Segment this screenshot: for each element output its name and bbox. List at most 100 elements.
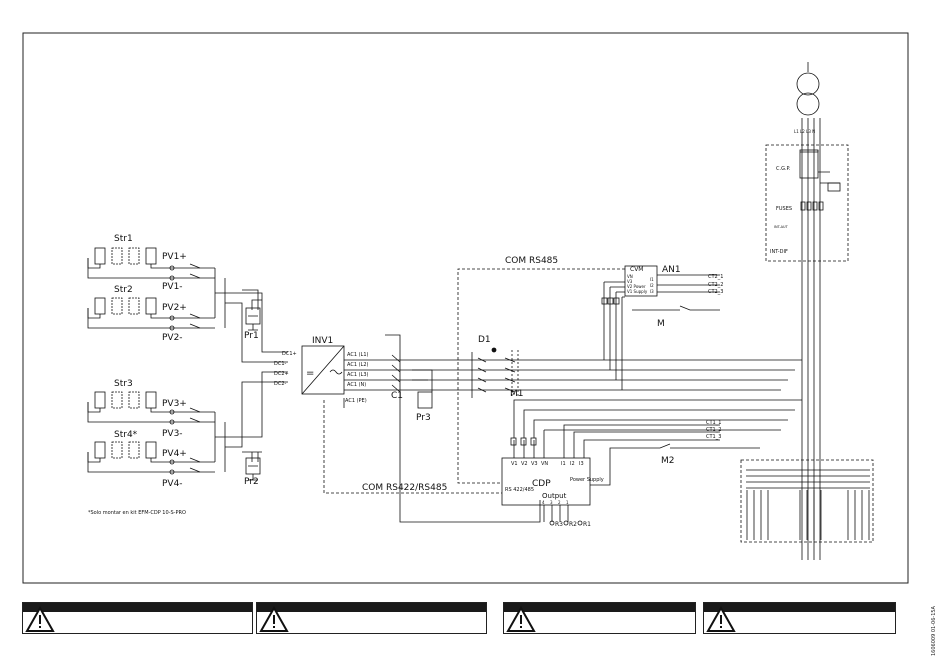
ac-port-3: AC1 (L3) (347, 372, 369, 378)
warning-bar (704, 603, 895, 612)
pv-label-1p: PV1+ (162, 252, 187, 262)
pr3-label: Pr3 (416, 413, 431, 423)
ac-wiring (343, 334, 802, 523)
meter-pin-v3: V3 (627, 279, 633, 284)
relay-r2: R2 (569, 521, 577, 528)
m1-label: M1 (510, 389, 524, 399)
transformer-label: L1 L2 L3 N (794, 129, 815, 134)
cdp-out-pin-1: 1 (566, 500, 569, 505)
dc-wiring (87, 258, 288, 473)
meter-model: CVM (630, 266, 643, 273)
dc-port-1: DC1+ (282, 351, 297, 357)
c1-label: C1 (391, 391, 403, 401)
ac-port-4: AC1 (N) (347, 382, 366, 388)
warning-box-3 (503, 602, 696, 634)
m2-label: M2 (661, 456, 675, 466)
meter-pin-i1: I1 (650, 277, 654, 282)
warning-bar (23, 603, 252, 612)
cdp-ct-1: CT1_1 (706, 420, 721, 426)
warning-triangle-icon (706, 605, 736, 632)
warning-triangle-icon (25, 605, 55, 632)
relay-r3: R3 (555, 521, 563, 528)
document-code: 1606009 01-06-15A (931, 606, 937, 656)
cdp-output-label: Output (542, 492, 567, 500)
meter-an1 (601, 265, 720, 390)
meter-switch-label: M (657, 319, 665, 329)
meter-ct-2: CT2_2 (708, 282, 723, 288)
surge-protector-pr1 (245, 307, 261, 331)
dc-disconnectors (169, 263, 201, 475)
pv-label-4p: PV4+ (162, 449, 187, 459)
ac-port-2: AC1 (L2) (347, 362, 369, 368)
int-aut-label: INT-AUT (774, 225, 789, 229)
pv-label-2n: PV2- (162, 333, 183, 343)
grid-transformer (796, 62, 821, 140)
pv-string-4 (87, 441, 160, 463)
warning-box-2 (256, 602, 487, 634)
cdp-in-v1: V1 (511, 461, 518, 467)
com-rs485-label: COM RS485 (505, 256, 558, 266)
pv-label-2p: PV2+ (162, 303, 187, 313)
cdp-in-i2: I2 (570, 461, 575, 467)
surge-protector-pr2 (245, 457, 261, 481)
cdp-controller (501, 399, 802, 526)
warning-box-4 (703, 602, 896, 634)
cdp-in-vn: VN (541, 461, 548, 467)
com-rs422-label: COM RS422/RS485 (362, 483, 447, 493)
meter-pin-vn: VN (627, 274, 633, 279)
grid-panel-cgp (765, 140, 849, 560)
cdp-name: CDP (532, 479, 551, 489)
string-label-4: Str4* (114, 430, 138, 440)
dc-port-3: DC2+ (274, 371, 289, 377)
dc-port-2: DC1- (274, 361, 287, 367)
cdp-in-i1: I1 (561, 461, 566, 467)
cdp-ct-2: CT1_2 (706, 427, 721, 433)
warning-triangle-icon (259, 605, 289, 632)
meter-ct-3: CT2_3 (708, 289, 723, 295)
pv-string-3 (87, 391, 160, 413)
warning-triangle-icon (506, 605, 536, 632)
load-distribution-panel (740, 459, 874, 543)
cdp-out-pin-4: 4 (542, 500, 545, 505)
fuses-label: FUSES (776, 206, 792, 212)
inverter-dc-symbol: = (306, 368, 314, 379)
cdp-rs-label: RS 422/485 (505, 487, 534, 493)
diagram-frame (22, 32, 909, 584)
cdp-out-pin-2: 2 (558, 500, 561, 505)
cdp-power-supply: Power Supply (570, 477, 604, 483)
meter-pin-v2: V2 Power (627, 284, 646, 289)
warning-bar (504, 603, 695, 612)
meter-pin-i2: I2 (650, 283, 654, 288)
pv-label-1n: PV1- (162, 282, 183, 292)
warning-bar (257, 603, 486, 612)
pr2-label: Pr2 (244, 477, 259, 487)
cdp-in-v2: V2 (521, 461, 528, 467)
pv-label-3p: PV3+ (162, 399, 187, 409)
pv-label-4n: PV4- (162, 479, 183, 489)
ac-pe-port: AC1 (PE) (345, 398, 367, 404)
inverter-name: INV1 (312, 336, 333, 346)
cgp-label: C.G.P. (776, 166, 791, 172)
cdp-in-v3: V3 (531, 461, 538, 467)
cdp-ct-3: CT1_3 (706, 434, 721, 440)
dc-port-4: DC2- (274, 381, 287, 387)
pv-string-1 (87, 247, 160, 269)
meter-ct-1: CT2_1 (708, 274, 723, 280)
meter-pin-i3: I3 (650, 289, 654, 294)
ac-port-1: AC1 (L1) (347, 352, 369, 358)
relay-r1: R1 (583, 521, 591, 528)
string-label-3: Str3 (114, 379, 133, 389)
d1-label: D1 (478, 335, 491, 345)
string-label-2: Str2 (114, 285, 133, 295)
string-label-1: Str1 (114, 234, 133, 244)
meter-name: AN1 (662, 265, 681, 275)
comm-links (323, 268, 625, 494)
pv-label-3n: PV3- (162, 429, 183, 439)
int-dif-label: INT-DIF (770, 249, 788, 255)
meter-pin-v1: V1 Supply (627, 289, 648, 294)
pv-string-2 (87, 297, 160, 319)
footnote: *Solo montar en kit EFM-CDP 10-S-PRO (88, 510, 186, 516)
cdp-in-i3: I3 (579, 461, 584, 467)
pr1-label: Pr1 (244, 331, 259, 341)
